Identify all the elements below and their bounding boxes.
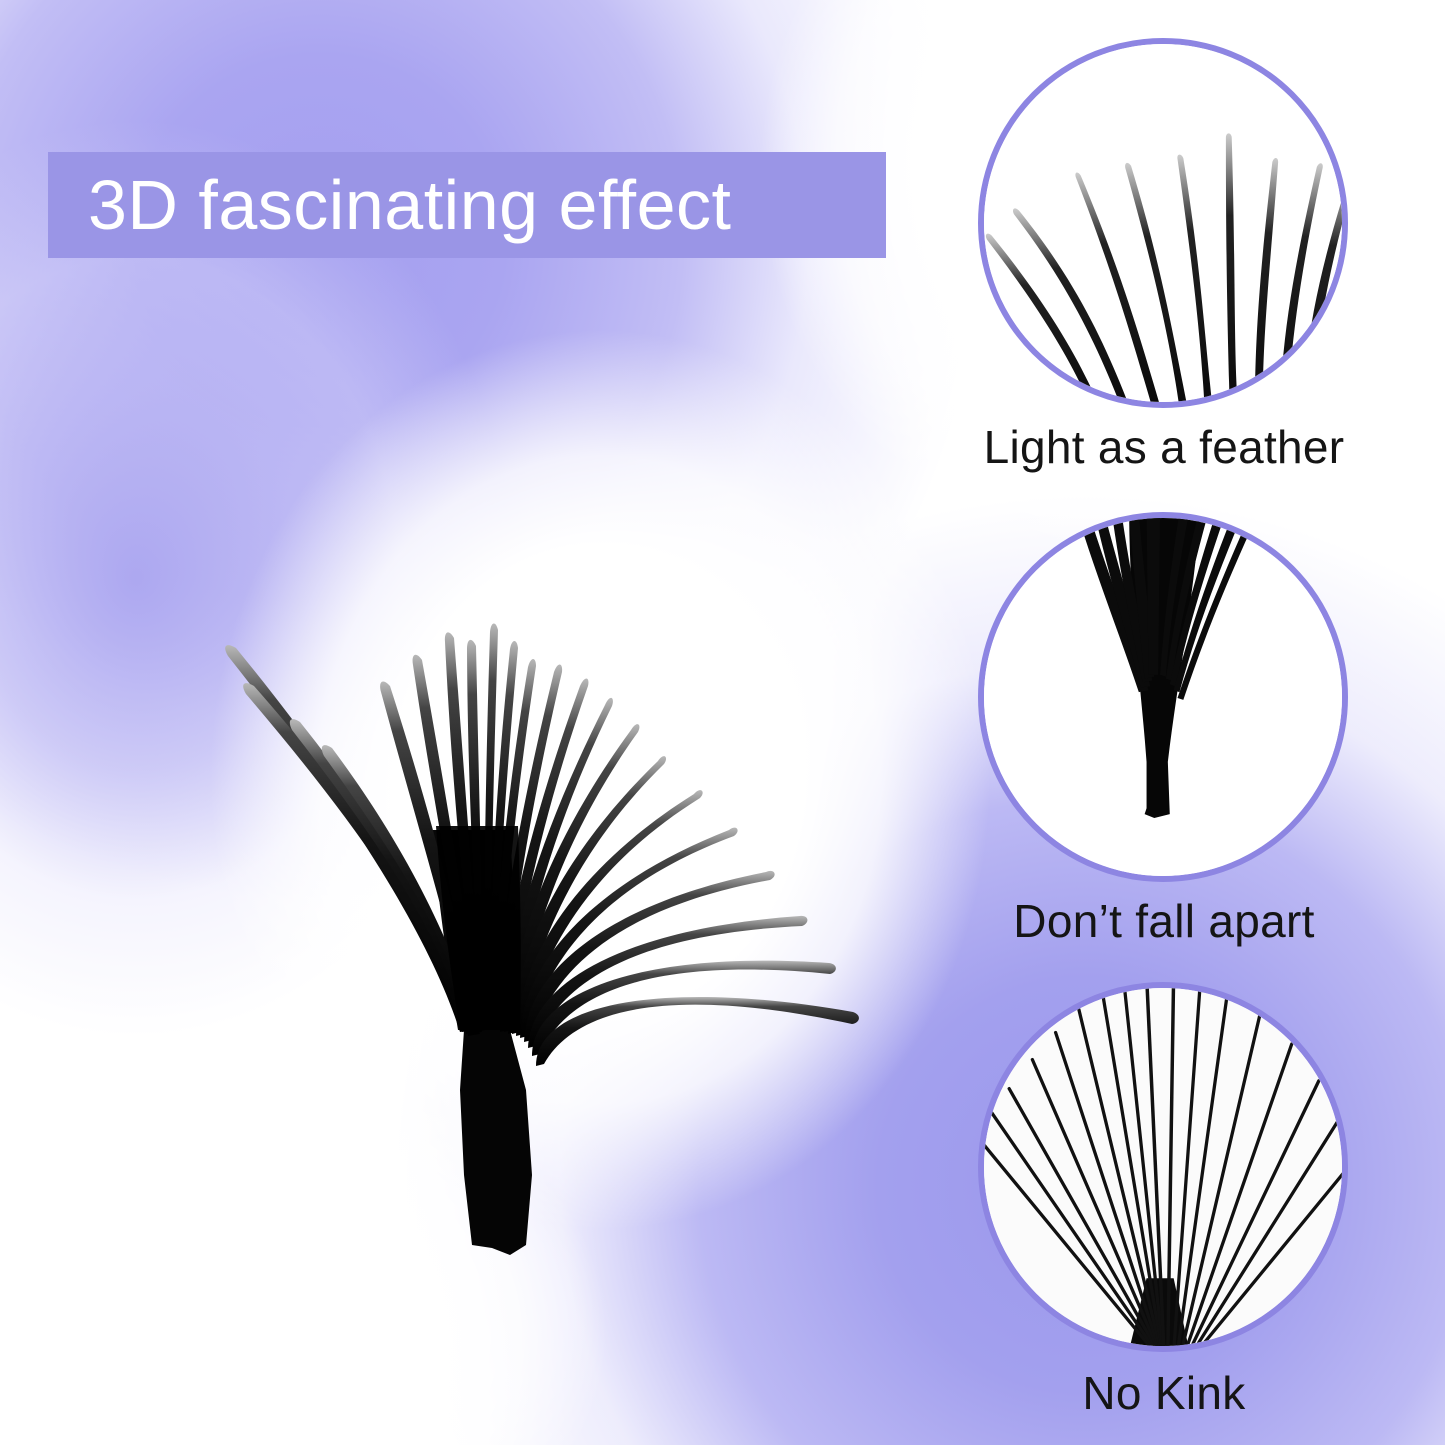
lash-base-closeup-svg	[984, 518, 1342, 876]
lash-straight-closeup-circle	[978, 982, 1348, 1352]
main-lash-fan-image	[40, 330, 940, 1290]
callout-label-dont-fall-apart: Don’t fall apart	[1013, 895, 1315, 947]
lash-tips-closeup-svg	[984, 44, 1342, 402]
callout-label-light-as-a-feather: Light as a feather	[983, 421, 1345, 473]
lash-tips-closeup-circle	[978, 38, 1348, 408]
callout-no-kink: No Kink	[960, 982, 1445, 1420]
callout-light-as-a-feather: Light as a feather	[960, 38, 1445, 474]
title-banner: 3D fascinating effect	[48, 152, 886, 258]
lash-base-closeup-circle	[978, 512, 1348, 882]
lash-base-stem	[460, 1030, 532, 1255]
background-bottom-left-highlight	[0, 1040, 640, 1445]
page-title: 3D fascinating effect	[88, 166, 732, 244]
callout-dont-fall-apart: Don’t fall apart	[960, 512, 1445, 948]
callout-column: Light as a feather	[960, 0, 1445, 1445]
callout-label-no-kink: No Kink	[1082, 1367, 1246, 1419]
lash-straight-closeup-svg	[984, 988, 1342, 1346]
main-lash-fan-svg	[225, 623, 859, 1255]
lash-strand-bundle	[225, 623, 859, 1066]
lash-core-shadow	[436, 826, 521, 1030]
